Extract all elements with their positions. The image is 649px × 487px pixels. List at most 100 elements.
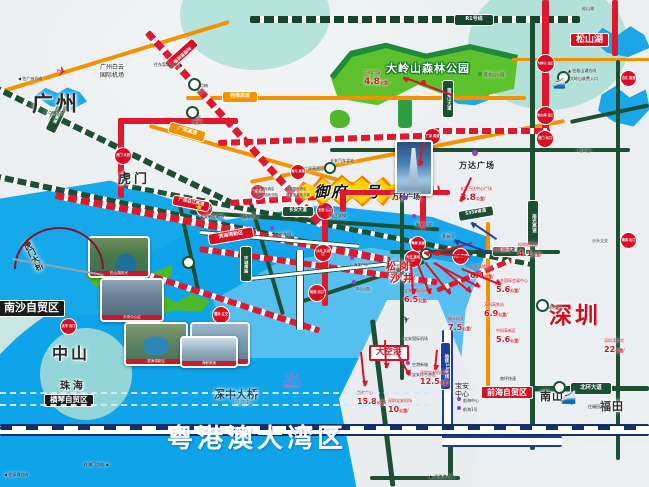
pill-changan-avenue: 长安大道 — [282, 206, 314, 217]
poi-changan-intl-hotel: 长安国际酒店 — [254, 187, 275, 191]
badge-songgang-exit[interactable]: 松岗 出口 — [308, 284, 326, 302]
distance-qianhai-value: 15.8公里/ — [357, 397, 386, 406]
direction-text: 往福田方向 — [588, 404, 608, 409]
poi-konggang-new-city: 空港新城 — [412, 362, 428, 367]
distance-unit: 公里/ — [615, 348, 625, 353]
badge-dalingshan-exit[interactable]: 大岭山 出口 — [536, 54, 555, 73]
poi-haibin-plaza: 海滨广场 — [354, 263, 368, 267]
distance-szbay-label: 深圳湾口岸 — [604, 338, 624, 343]
city-label-zhongshan: 中山 — [52, 344, 91, 363]
distance-unit: 公里/ — [376, 400, 387, 405]
direction-text: 往松山湖方向 — [572, 68, 597, 73]
station-dot-baoan[interactable] — [182, 256, 195, 269]
thumbnail-binhaiwan[interactable]: 滨海湾新区 — [124, 322, 188, 366]
distance-value: 5.6 — [496, 285, 511, 294]
badge-yanjiang-exit[interactable]: 沿江 高速 — [620, 70, 637, 87]
thumbnail-caption: 海鲜美食 — [14, 379, 68, 384]
river-green-2 — [150, 293, 210, 314]
poi-songshan-lake-area: 松山湖 — [582, 6, 594, 11]
train-icon-songshan: 🚄 — [552, 77, 566, 90]
thumbnail-caption: 海鲜美食 — [182, 360, 236, 366]
distance-unit: 公里/ — [439, 380, 450, 385]
distance-airport-value: 6.5公里/ — [404, 295, 428, 304]
poi-dot-central-park — [352, 280, 356, 284]
thumbnail-songshan-lake[interactable]: 松山湖风光 — [88, 236, 150, 278]
poi-wudianmei-reservoir: 五点梅水库 — [44, 110, 64, 115]
zone-tag-hengqin-ftz[interactable]: 横琴自贸区 — [44, 394, 94, 407]
distance-zhongke-value: 5.6公里/ — [496, 335, 520, 344]
poi-wudianmei-interchange: 五点梅立交 — [196, 83, 208, 93]
badge-extra-1[interactable]: 南光 高速 — [290, 164, 306, 180]
badge-humen-bridge[interactable]: 虎门 大桥 — [114, 147, 132, 165]
city-label-humen: 虎门 — [118, 172, 151, 187]
station-dot-taiping[interactable] — [186, 106, 199, 119]
distance-binhaiwan-label: 滨海湾新区 — [492, 247, 512, 252]
poi-xinqiao-interchange: 新桥立交 — [546, 305, 562, 310]
poi-lianhuashan-park: 莲花山公园 — [484, 72, 504, 77]
shenzhong-bridge-dashed-line — [0, 392, 430, 394]
badge-shajing-exit[interactable]: 沙井 东出口 — [314, 244, 332, 262]
distance-songgang-metro-label: 松岗地铁站 — [518, 242, 538, 247]
direction-to-futian: 往福田方向 — [588, 404, 608, 410]
zone-tag-dakonggang[interactable]: 大空港 — [369, 345, 409, 361]
distance-value: 4.1 — [518, 249, 533, 258]
distance-unit: 公里/ — [510, 338, 520, 343]
station-dot-guangshen[interactable] — [324, 162, 336, 174]
distance-unit: 公里/ — [399, 408, 409, 413]
pill-metro-line11: 地铁11号线 — [440, 342, 451, 390]
road-green-vert-3 — [616, 60, 620, 460]
hero-connector-line — [340, 190, 346, 212]
pill-beihuan-avenue: 北环大道 — [570, 382, 612, 395]
distance-unit: 公里/ — [510, 288, 520, 293]
poi-changan-north-bus-station: 长安汽车北站 — [330, 158, 354, 163]
distance-value: 10 — [388, 405, 400, 414]
station-dot-nanshan[interactable] — [553, 381, 566, 394]
poi-xinan-primary-school: 新安小学 — [416, 222, 432, 227]
direction-to-macau: 往澳门方向 ◀ — [84, 462, 109, 467]
thumbnail-caption: 松山湖风光 — [90, 270, 148, 276]
poi-dot-school-2 — [326, 206, 330, 210]
pill-nanguang-expressway: 南光高速 — [527, 200, 539, 246]
ship-icon-bay: 🛳 — [281, 370, 303, 390]
badge-haibin-exit[interactable]: 海滨 出口 — [620, 232, 637, 249]
road-red-songshan-horz — [430, 128, 550, 134]
badge-songshanhu-exit[interactable]: 松山湖 出口 — [536, 106, 555, 125]
distance-wanda-label: 长安万达中心广场 — [460, 186, 492, 191]
distance-hsr-label: 万科高铁站 — [484, 302, 504, 307]
road-guanfo-expressway — [186, 96, 526, 100]
badge-taiping-exit[interactable]: 太平 出口 — [60, 318, 77, 335]
thumbnail-changan-center[interactable]: 长安中心区 — [100, 278, 164, 322]
pill-guanfo-expressway: 莞佛高速 — [222, 91, 258, 103]
distance-value: 4.8 — [364, 77, 380, 87]
zone-tag-nansha-ftz[interactable]: 南沙自贸区 — [0, 300, 65, 317]
distance-value: 15.8 — [357, 397, 377, 406]
road-expressway-orange-5 — [486, 222, 490, 392]
distance-unit: 公里/ — [418, 298, 428, 303]
poi-weizheng-school: 维正学校 — [330, 213, 346, 218]
pill-lianhuashan-avenue: 莲花山大道 — [442, 80, 454, 118]
badge-humen-exit[interactable]: 虎门 出口 — [536, 130, 554, 148]
thumbnail-caption: 滨海湾新区 — [126, 358, 186, 364]
station-dot-xinqiao[interactable] — [536, 299, 549, 312]
road-expressway-orange-7 — [512, 58, 649, 61]
zone-tag-qianhai-ftz[interactable]: 前海自贸区 — [481, 386, 533, 400]
badge-extra-2[interactable]: 广深 沿江 — [250, 184, 266, 200]
road-green-bottom — [370, 476, 460, 480]
poi-baoan-port-zone: 宝安综合港区 — [412, 372, 436, 377]
distance-value: 6.9 — [484, 309, 499, 318]
road-green-vert-1 — [400, 150, 404, 380]
distance-t3-label: 深圳宝安机场T3 — [420, 370, 449, 375]
thumbnail-seafood-visible[interactable]: 海鲜美食 — [180, 336, 238, 368]
road-red-vert-far — [612, 0, 618, 56]
station-dot-wudianmei[interactable] — [188, 78, 201, 91]
poi-debao-commercial: 德宝丽景商业城 — [286, 193, 310, 197]
distance-unit: 公里/ — [462, 326, 472, 331]
distance-unit: 公里/ — [379, 80, 390, 85]
poi-dot-qianhai-1 — [457, 406, 461, 410]
distance-value: 6.5 — [404, 295, 419, 304]
vanke-plaza-tower-photo[interactable] — [395, 140, 433, 196]
road-r1-rail-line — [250, 16, 580, 23]
zone-tag-songshan-lake[interactable]: 松山湖 — [570, 33, 610, 48]
station-dot-dalingshan[interactable] — [557, 71, 570, 84]
direction-to-songshanhu: ▲ 往松山湖方向 — [568, 68, 597, 73]
